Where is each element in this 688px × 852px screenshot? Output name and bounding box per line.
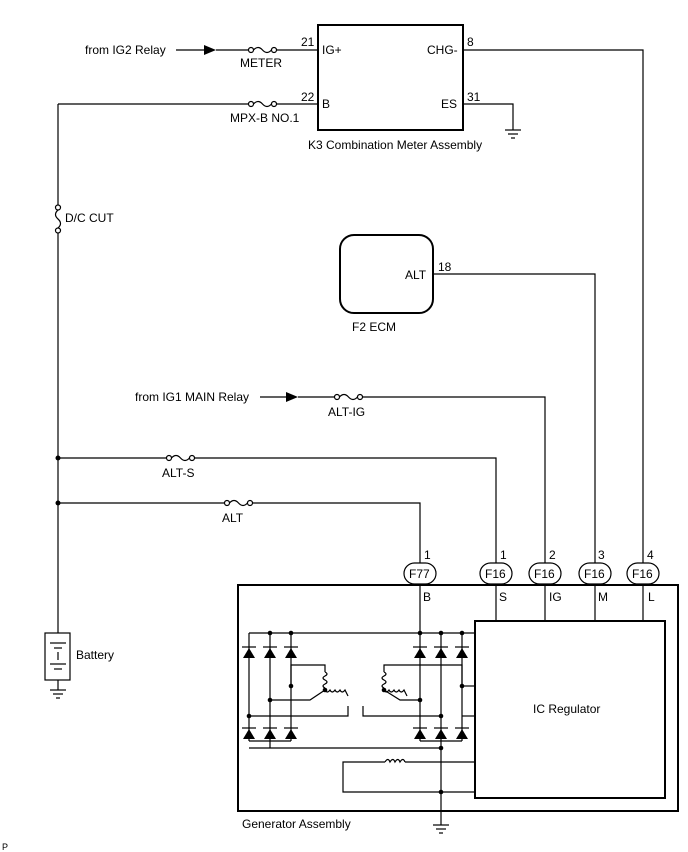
connector-number: 4	[647, 548, 654, 562]
rotor-coil-icon	[342, 758, 475, 793]
connector-pin: M	[598, 590, 608, 604]
fuse-altig-icon	[333, 393, 364, 401]
ig2-arrow-icon	[204, 45, 216, 55]
fuse-alt-label: ALT	[222, 511, 244, 525]
connector-f16-4: F16 4 L	[626, 548, 660, 604]
ig1-arrow-icon	[286, 392, 298, 402]
meter-pin-chg-number: 8	[467, 35, 474, 49]
meter-ground-icon	[505, 129, 521, 139]
connector-id: F16	[632, 567, 653, 581]
ecm-label: F2 ECM	[352, 320, 396, 334]
fuse-altig-label: ALT-IG	[328, 405, 365, 419]
connector-number: 1	[500, 548, 507, 562]
connector-pin: L	[648, 590, 655, 604]
fuse-dccut-icon	[54, 204, 62, 234]
meter-pin-ig-plus-number: 21	[301, 35, 315, 49]
ig2-relay-label: from IG2 Relay	[85, 43, 166, 57]
connector-pin: S	[499, 590, 507, 604]
fuse-meter-label: METER	[240, 56, 282, 70]
fuse-meter-icon	[247, 46, 278, 54]
connector-id: F16	[584, 567, 605, 581]
fuse-mpxb-label: MPX-B NO.1	[230, 111, 300, 125]
connector-f16-3: F16 3 M	[578, 548, 612, 604]
fuse-alts-icon	[165, 454, 196, 462]
connector-number: 1	[424, 548, 431, 562]
fuse-alts-label: ALT-S	[162, 466, 194, 480]
meter-pin-es-number: 31	[467, 90, 481, 104]
meter-pin-es: ES	[441, 97, 457, 111]
connector-id: F16	[534, 567, 555, 581]
ic-regulator-box	[474, 620, 666, 799]
connector-id: F16	[485, 567, 506, 581]
ecm-pin-number: 18	[438, 260, 452, 274]
ic-regulator-label: IC Regulator	[533, 702, 600, 716]
ecm-pin-alt: ALT	[405, 268, 427, 282]
rectifier-left	[242, 630, 441, 749]
rectifier-right	[413, 630, 475, 825]
stator-coil-left-icon	[249, 664, 349, 717]
ig1-relay-label: from IG1 MAIN Relay	[135, 390, 249, 404]
battery-label: Battery	[76, 648, 114, 662]
connector-f16-1: F16 1 S	[479, 548, 513, 604]
meter-pin-b-number: 22	[301, 90, 315, 104]
battery-ground-icon	[50, 689, 66, 699]
meter-pin-b: B	[322, 97, 330, 111]
stator-coil-right-icon	[362, 664, 463, 717]
fuse-alt-icon	[223, 499, 254, 507]
generator-assembly-box	[237, 584, 679, 812]
meter-pin-chg: CHG-	[427, 43, 458, 57]
combination-meter-box	[317, 24, 464, 131]
generator-assembly-label: Generator Assembly	[242, 817, 351, 831]
connector-pin: IG	[549, 590, 562, 604]
connector-id: F77	[409, 567, 430, 581]
fuse-dccut-label: D/C CUT	[65, 211, 114, 225]
connector-pin: B	[423, 590, 431, 604]
connector-number: 2	[549, 548, 556, 562]
meter-pin-ig-plus: IG+	[322, 43, 342, 57]
connector-f16-2: F16 2 IG	[528, 548, 562, 604]
corner-mark: P	[2, 842, 8, 852]
combination-meter-label: K3 Combination Meter Assembly	[308, 138, 482, 152]
battery-icon	[44, 632, 71, 681]
generator-ground-icon	[433, 824, 449, 834]
fuse-mpxb-icon	[247, 100, 278, 108]
connector-number: 3	[598, 548, 605, 562]
